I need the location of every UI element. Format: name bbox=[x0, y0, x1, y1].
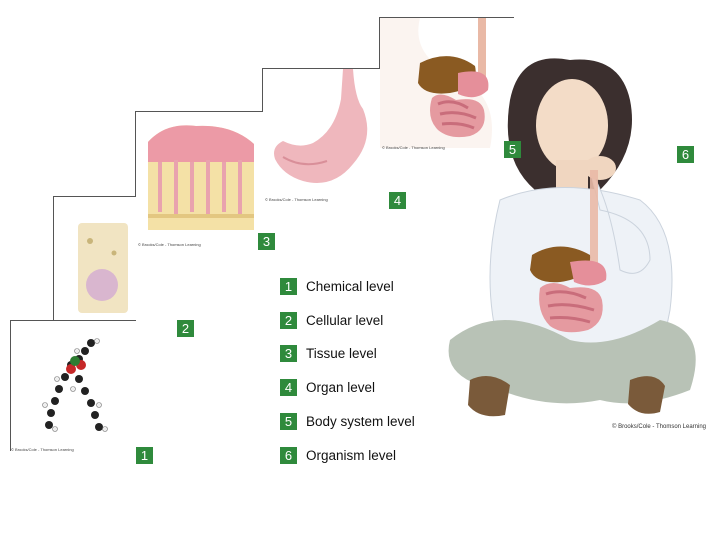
legend-number: 2 bbox=[280, 312, 297, 329]
person-illustration bbox=[448, 58, 696, 417]
panel-body-system: © Brooks/Cole - Thomson Learning bbox=[379, 17, 514, 150]
legend-label: Body system level bbox=[306, 414, 415, 429]
legend-number: 5 bbox=[280, 413, 297, 430]
panel-chemical: © Brooks/Cole - Thomson Learning bbox=[10, 320, 136, 452]
panel-credit: © Brooks/Cole - Thomson Learning bbox=[382, 145, 445, 150]
legend-label: Organ level bbox=[306, 380, 376, 395]
panel-credit: © Brooks/Cole - Thomson Learning bbox=[11, 447, 74, 452]
badge-tissue: 3 bbox=[258, 233, 275, 250]
legend-number: 6 bbox=[280, 447, 297, 464]
legend-number: 1 bbox=[280, 278, 297, 295]
legend-label: Cellular level bbox=[306, 313, 384, 328]
panel-cellular: © Brooks/Cole - Thomson Learning bbox=[53, 196, 136, 328]
cell-illustration bbox=[78, 223, 128, 313]
legend-label: Organism level bbox=[306, 448, 397, 463]
badge-cellular: 2 bbox=[177, 320, 194, 337]
badge-organ: 4 bbox=[389, 192, 406, 209]
stomach-illustration bbox=[274, 69, 368, 183]
legend-number: 4 bbox=[280, 379, 297, 396]
digestive-system-illustration bbox=[380, 18, 492, 148]
badge-body-system: 5 bbox=[504, 141, 521, 158]
molecule-illustration bbox=[42, 338, 108, 432]
legend-label: Tissue level bbox=[306, 346, 377, 361]
panel-credit: © Brooks/Cole - Thomson Learning bbox=[265, 197, 328, 202]
legend-label: Chemical level bbox=[306, 279, 394, 294]
tissue-block-illustration bbox=[148, 125, 254, 230]
panel-credit: © Brooks/Cole - Thomson Learning bbox=[138, 242, 201, 247]
copyright-text: © Brooks/Cole - Thomson Learning bbox=[612, 424, 707, 430]
legend-number: 3 bbox=[280, 345, 297, 362]
panel-tissue: © Brooks/Cole - Thomson Learning bbox=[135, 111, 263, 247]
panel-organ: © Brooks/Cole - Thomson Learning bbox=[262, 68, 380, 202]
badge-chemical: 1 bbox=[136, 447, 153, 464]
badge-organism: 6 bbox=[677, 146, 694, 163]
